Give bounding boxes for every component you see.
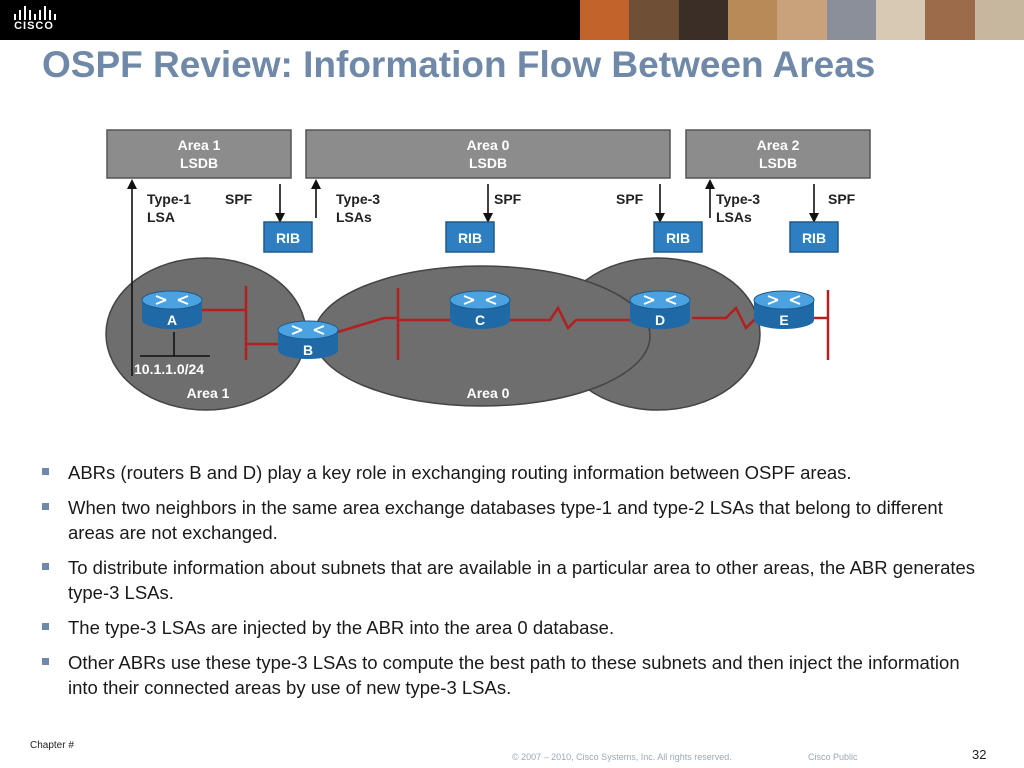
lsdb-label: LSDB (469, 155, 507, 171)
flow-label-spf: SPF (828, 191, 856, 207)
header-photo (777, 0, 827, 40)
lsdb-box-area1: Area 1 LSDB (106, 129, 292, 179)
router-label: E (779, 312, 788, 328)
logo-text: CISCO (14, 20, 54, 32)
svg-text:LSA: LSA (147, 209, 175, 225)
bullet-square-icon (42, 623, 49, 630)
router-arrows-icon (767, 295, 801, 305)
router-d: D (629, 290, 691, 329)
flow-label-type1-lsa: Type-1 LSA (147, 191, 191, 225)
lsdb-area-label: Area 1 (178, 137, 221, 153)
lsdb-label: LSDB (759, 155, 797, 171)
area-label-2: Area 2 (753, 385, 796, 401)
lsdb-label: LSDB (180, 155, 218, 171)
router-b: B (277, 320, 339, 359)
link-c-d (510, 305, 630, 331)
lsdb-area-label: Area 2 (757, 137, 800, 153)
router-arrows-icon (463, 295, 497, 305)
bullet-text: The type-3 LSAs are injected by the ABR … (68, 617, 615, 638)
bullet-square-icon (42, 658, 49, 665)
bullet-square-icon (42, 503, 49, 510)
page-number: 32 (972, 747, 987, 762)
flow-label-type3-lsas: Type-3 LSAs (336, 191, 380, 225)
bullet-square-icon (42, 468, 49, 475)
lsdb-area-label: Area 0 (467, 137, 510, 153)
bullet-square-icon (42, 563, 49, 570)
router-arrows-icon (291, 325, 325, 335)
bullet-item: ABRs (routers B and D) play a key role i… (42, 460, 992, 485)
router-label: C (475, 312, 485, 328)
bullet-text: ABRs (routers B and D) play a key role i… (68, 462, 852, 483)
link-b-area0 (337, 316, 398, 334)
subnet-link (140, 332, 210, 357)
svg-text:RIB: RIB (666, 230, 690, 246)
svg-text:Type-3: Type-3 (336, 191, 380, 207)
lsdb-box-area0: Area 0 LSDB (305, 129, 671, 179)
header-photo (826, 0, 876, 40)
bullet-text: Other ABRs use these type-3 LSAs to comp… (68, 652, 960, 698)
classification-label: Cisco Public (808, 752, 858, 762)
area-label-0: Area 0 (467, 385, 510, 401)
rib-box: RIB (445, 221, 495, 253)
subnet-label: 10.1.1.0/24 (134, 361, 204, 377)
header-bar: CISCO (0, 0, 1024, 40)
routers: A B C D E (141, 290, 815, 359)
bullet-list: ABRs (routers B and D) play a key role i… (42, 460, 992, 710)
flow-label-spf: SPF (494, 191, 522, 207)
bullet-item: When two neighbors in the same area exch… (42, 495, 992, 545)
slide-title: OSPF Review: Information Flow Between Ar… (42, 44, 876, 85)
rib-box: RIB (263, 221, 313, 253)
header-photo (629, 0, 679, 40)
router-arrows-icon (155, 295, 189, 305)
bullet-item: The type-3 LSAs are injected by the ABR … (42, 615, 992, 640)
header-photo (875, 0, 926, 40)
router-label: B (303, 342, 313, 358)
svg-text:Type-3: Type-3 (716, 191, 760, 207)
svg-text:Type-1: Type-1 (147, 191, 191, 207)
bullet-item: Other ABRs use these type-3 LSAs to comp… (42, 650, 992, 700)
header-photo (678, 0, 728, 40)
area-label-1: Area 1 (187, 385, 230, 401)
router-c: C (449, 290, 511, 329)
bullet-text: When two neighbors in the same area exch… (68, 497, 943, 543)
chapter-label: Chapter # (30, 740, 74, 751)
photo-strip (580, 0, 1024, 40)
router-label: D (655, 312, 665, 328)
router-a: A (141, 290, 203, 329)
flow-label-spf: SPF (225, 191, 253, 207)
svg-text:LSAs: LSAs (716, 209, 752, 225)
bullet-text: To distribute information about subnets … (68, 557, 976, 603)
cisco-bars-icon (14, 6, 56, 20)
rib-box: RIB (653, 221, 703, 253)
svg-text:RIB: RIB (458, 230, 482, 246)
svg-text:RIB: RIB (802, 230, 826, 246)
copyright-notice: © 2007 – 2010, Cisco Systems, Inc. All r… (512, 752, 732, 762)
flow-label-spf: SPF (616, 191, 644, 207)
header-photo (974, 0, 1024, 40)
rib-box: RIB (789, 221, 839, 253)
router-label: A (167, 312, 177, 328)
svg-text:RIB: RIB (276, 230, 300, 246)
ospf-diagram: Area 1 LSDB Area 0 LSDB Area 2 LSDB Type… (105, 129, 871, 411)
svg-text:LSAs: LSAs (336, 209, 372, 225)
lsdb-box-area2: Area 2 LSDB (685, 129, 871, 179)
header-photo (727, 0, 778, 40)
router-e: E (753, 290, 815, 329)
router-arrows-icon (643, 295, 677, 305)
header-photo (925, 0, 975, 40)
header-photo (580, 0, 630, 40)
flow-label-type3-lsas: Type-3 LSAs (716, 191, 760, 225)
cisco-logo: CISCO (8, 4, 60, 36)
bullet-item: To distribute information about subnets … (42, 555, 992, 605)
